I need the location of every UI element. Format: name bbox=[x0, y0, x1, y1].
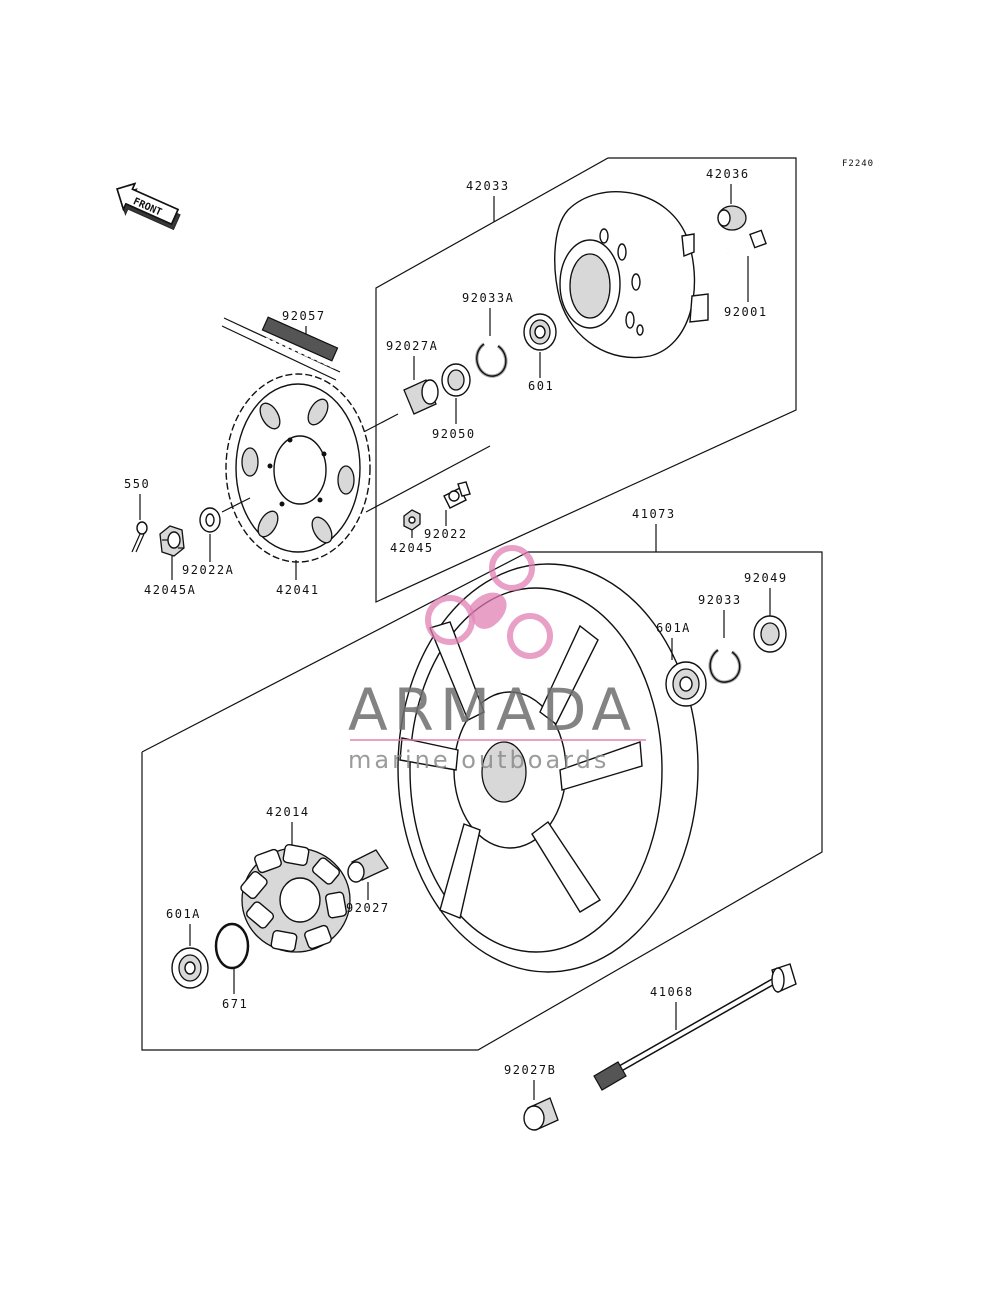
nut-42045 bbox=[403, 509, 421, 531]
castle-nut-42045A bbox=[159, 525, 185, 557]
label-41073: 41073 bbox=[632, 507, 676, 521]
rear-axle-41068 bbox=[593, 963, 797, 1091]
wheel-group-outline bbox=[141, 551, 823, 1051]
circlip-92033 bbox=[709, 649, 741, 683]
label-601: 601 bbox=[528, 379, 554, 393]
spacer-92027A bbox=[403, 379, 439, 415]
label-92050: 92050 bbox=[432, 427, 476, 441]
bearing-601A-top bbox=[665, 661, 707, 707]
watermark-brand: ARMADA bbox=[348, 676, 637, 744]
circlip-92033A bbox=[476, 343, 507, 377]
watermark-tagline: marine outboards bbox=[348, 746, 609, 774]
bearing-601 bbox=[523, 313, 557, 351]
label-42014: 42014 bbox=[266, 805, 310, 819]
sprocket-group-outline bbox=[375, 157, 797, 603]
label-42045: 42045 bbox=[390, 541, 434, 555]
label-92057: 92057 bbox=[282, 309, 326, 323]
collar-92027B bbox=[523, 1097, 559, 1131]
bearing-601A-bottom bbox=[171, 947, 209, 989]
rear-wheel-rim bbox=[397, 563, 699, 973]
coupling-housing bbox=[554, 191, 709, 359]
label-92001: 92001 bbox=[724, 305, 768, 319]
label-42033: 42033 bbox=[466, 179, 510, 193]
label-92027B: 92027B bbox=[504, 1063, 556, 1077]
oil-seal-92049 bbox=[753, 615, 787, 653]
drive-chain bbox=[221, 316, 341, 381]
label-671: 671 bbox=[222, 997, 248, 1011]
collar-92027 bbox=[347, 849, 389, 883]
label-92049: 92049 bbox=[744, 571, 788, 585]
label-41068: 41068 bbox=[650, 985, 694, 999]
front-arrow-icon: FRONT bbox=[116, 182, 181, 231]
o-ring-671 bbox=[214, 922, 250, 970]
reference-code: F2240 bbox=[842, 159, 874, 169]
label-550: 550 bbox=[124, 477, 150, 491]
collar-42036 bbox=[717, 205, 747, 231]
label-42036: 42036 bbox=[706, 167, 750, 181]
label-601A-top: 601A bbox=[656, 621, 691, 635]
label-92022A: 92022A bbox=[182, 563, 234, 577]
oil-seal-92050 bbox=[441, 363, 471, 397]
bolt-92001 bbox=[727, 229, 767, 255]
label-42041: 42041 bbox=[276, 583, 320, 597]
rear-sprocket bbox=[225, 373, 371, 563]
label-92027: 92027 bbox=[346, 901, 390, 915]
label-92027A: 92027A bbox=[386, 339, 438, 353]
label-42045A: 42045A bbox=[144, 583, 196, 597]
lock-washer-92022 bbox=[443, 481, 471, 509]
label-601A-bottom: 601A bbox=[166, 907, 201, 921]
label-92022: 92022 bbox=[424, 527, 468, 541]
wheel-damper-42014 bbox=[240, 843, 351, 953]
washer-92022A bbox=[199, 507, 221, 533]
label-92033A: 92033A bbox=[462, 291, 514, 305]
watermark-logo bbox=[425, 545, 553, 659]
label-92033: 92033 bbox=[698, 593, 742, 607]
cotter-pin-550 bbox=[131, 521, 148, 553]
